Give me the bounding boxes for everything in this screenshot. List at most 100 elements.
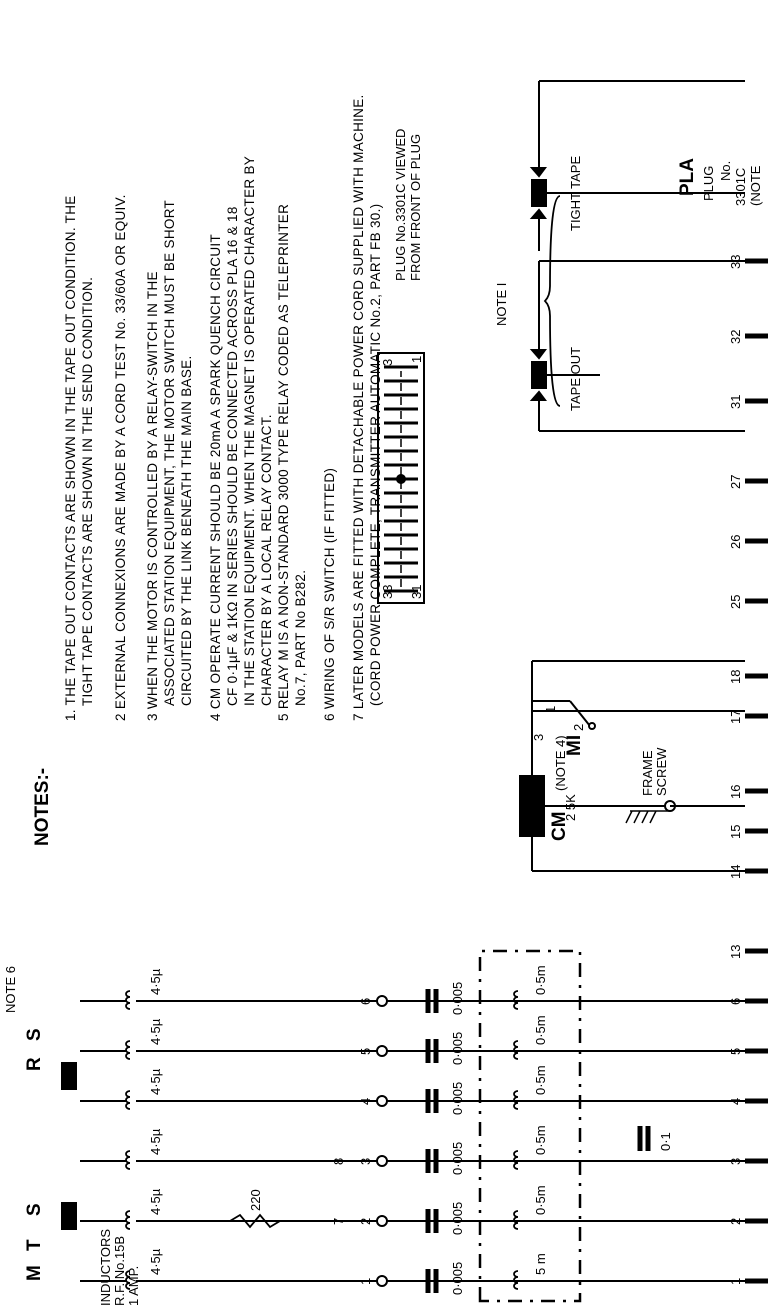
switch-pin-label: 2 (571, 724, 586, 731)
pin-number: 25 (728, 595, 743, 609)
terminal-number: 6 (358, 998, 373, 1005)
plug-corner-label: 33 (380, 585, 395, 599)
contact-label: S (24, 1028, 45, 1041)
tight-tape-label: TIGHT TAPE (568, 156, 583, 231)
note-line: 6 WIRING OF S/R SWITCH (IF FITTED) (322, 468, 337, 721)
note-line: No.7, PART No B282. (293, 570, 308, 706)
cm-magnet: CM (NOTE 4) 2 5K FRAME SCREW (519, 710, 745, 872)
tape-contacts: NOTE I TAPE OUT TIGHT TAPE (494, 80, 745, 432)
inductor-label: 4·5µ (148, 968, 163, 995)
cm-resistance-label: 2 5K (563, 794, 578, 821)
note-line: (CORD POWER COMPLETE, TRANSMITTER AUTOMA… (368, 204, 383, 706)
terminal-number: 7 (331, 1218, 346, 1225)
inductor-coil (125, 1040, 131, 1060)
inductor-label: 0·5m (533, 965, 548, 995)
resistor-label: 220 (248, 1189, 263, 1211)
pla-label: PLA (677, 158, 698, 196)
cm-label: CM (549, 811, 570, 841)
inductor-label: 0·5m (533, 1185, 548, 1215)
frame-screw-label: FRAME (640, 750, 655, 796)
inductor-label: 4·5µ (148, 1068, 163, 1095)
plug-label: PLUG (701, 166, 716, 201)
note-line: IN THE STATION EQUIPMENT. WHEN THE MAGNE… (242, 156, 257, 706)
frame-screw-label: SCREW (654, 747, 669, 796)
terminal (376, 1095, 388, 1107)
terminal-number: 4 (358, 1098, 373, 1105)
plug-pla-pins: 1 2 3 4 5 6 13 14 15 16 17 18 25 26 27 3… (677, 158, 768, 1285)
terminal (376, 995, 388, 1007)
contact-mts (61, 1202, 77, 1230)
plug-num-label: 3301C (733, 168, 748, 206)
plug-corner-label: 31 (409, 585, 424, 599)
capacitor-label: 0·1 (658, 1132, 673, 1151)
inductor-label: 0·5m (533, 1125, 548, 1155)
inductor-label: 4·5µ (148, 1128, 163, 1155)
note-line: CF 0·1µF & 1KΩ IN SERIES SHOULD BE CONNE… (225, 206, 240, 706)
resistor-220 (229, 1213, 281, 1229)
contact-label: S (24, 1203, 45, 1216)
cm-note-label: (NOTE 4) (553, 735, 568, 791)
terminal-number: 3 (358, 1158, 373, 1165)
note6-label: NOTE 6 (3, 966, 18, 1013)
inductor-label: 4·5µ (148, 1188, 163, 1215)
terminal-number: 8 (331, 1158, 346, 1165)
switch-pin-label: 1 (543, 706, 558, 713)
plug-view-caption: FROM FRONT OF PLUG (408, 134, 423, 281)
contact-rs (61, 1062, 77, 1090)
inductor-coil (513, 1270, 519, 1290)
pin-number: 16 (728, 785, 743, 799)
capacitor-label: 0·005 (450, 982, 465, 1015)
dashed-enclosure (478, 949, 582, 1303)
inductor-coil (513, 1150, 519, 1170)
inductor-coil (125, 1210, 131, 1230)
notes-title: NOTES:- (32, 768, 53, 846)
pin-number: 32 (728, 330, 743, 344)
note-line: 4 CM OPERATE CURRENT SHOULD BE 20mA A SP… (208, 234, 223, 721)
note-line: TIGHT TAPE CONTACTS ARE SHOWN IN THE SEN… (80, 277, 95, 706)
notes-block: NOTES:- 1. THE TAPE OUT CONTACTS ARE SHO… (32, 94, 383, 846)
contact-label: T (24, 1239, 45, 1251)
pin-number: 27 (728, 475, 743, 489)
terminal (376, 1155, 388, 1167)
terminal-number: 1 (358, 1278, 373, 1285)
note-line: 5 RELAY M IS A NON-STANDARD 3000 TYPE RE… (276, 204, 291, 721)
note-line: CHARACTER BY A LOCAL RELAY CONTACT. (259, 414, 274, 706)
pin-number: 13 (728, 945, 743, 959)
mi-switch: MI 1 2 3 (531, 660, 745, 756)
terminal (376, 1215, 388, 1227)
inductor-coil (513, 1210, 519, 1230)
inductor-note: R.F. No.15B (112, 1236, 127, 1306)
terminal-number: 2 (358, 1218, 373, 1225)
capacitor-label: 0·005 (450, 1142, 465, 1175)
plug-no-label: No. (718, 161, 733, 181)
mi-label: MI (564, 735, 585, 756)
note-line: ASSOCIATED STATION EQUIPMENT, THE MOTOR … (162, 200, 177, 706)
inductor-note: INDUCTORS (98, 1229, 113, 1306)
note-line: 1. THE TAPE OUT CONTACTS ARE SHOWN IN TH… (63, 195, 78, 721)
pin-number: 18 (728, 670, 743, 684)
inductor-label: 0·5m (533, 1015, 548, 1045)
terminal (376, 1045, 388, 1057)
tape-out-label: TAPE OUT (568, 347, 583, 411)
capacitor-label: 0·005 (450, 1032, 465, 1065)
plug-note-label: (NOTE (748, 165, 763, 206)
inductor-coil (125, 1150, 131, 1170)
note-line: CIRCUITED BY THE LINK BENEATH THE MAIN B… (179, 355, 194, 706)
contact-label: R (24, 1057, 45, 1071)
pin-number: 26 (728, 535, 743, 549)
inductor-coil (513, 1090, 519, 1110)
inductor-note: 1 AMP. (126, 1266, 141, 1306)
inductor-label: 4·5µ (148, 1248, 163, 1275)
terminal-number: 5 (358, 1048, 373, 1055)
plug-outline (377, 352, 425, 604)
terminal (376, 1275, 388, 1287)
plug-corner-label: 3 (380, 359, 395, 366)
capacitor-label: 0·005 (450, 1082, 465, 1115)
capacitor-label: 0·005 (450, 1262, 465, 1295)
plug-front-view: PLUG No.3301C VIEWED FROM FRONT OF PLUG … (377, 129, 425, 604)
note-line: 7 LATER MODELS ARE FITTED WITH DETACHABL… (351, 94, 366, 721)
note1-label: NOTE I (494, 283, 509, 326)
inductor-label: 0·5m (533, 1065, 548, 1095)
